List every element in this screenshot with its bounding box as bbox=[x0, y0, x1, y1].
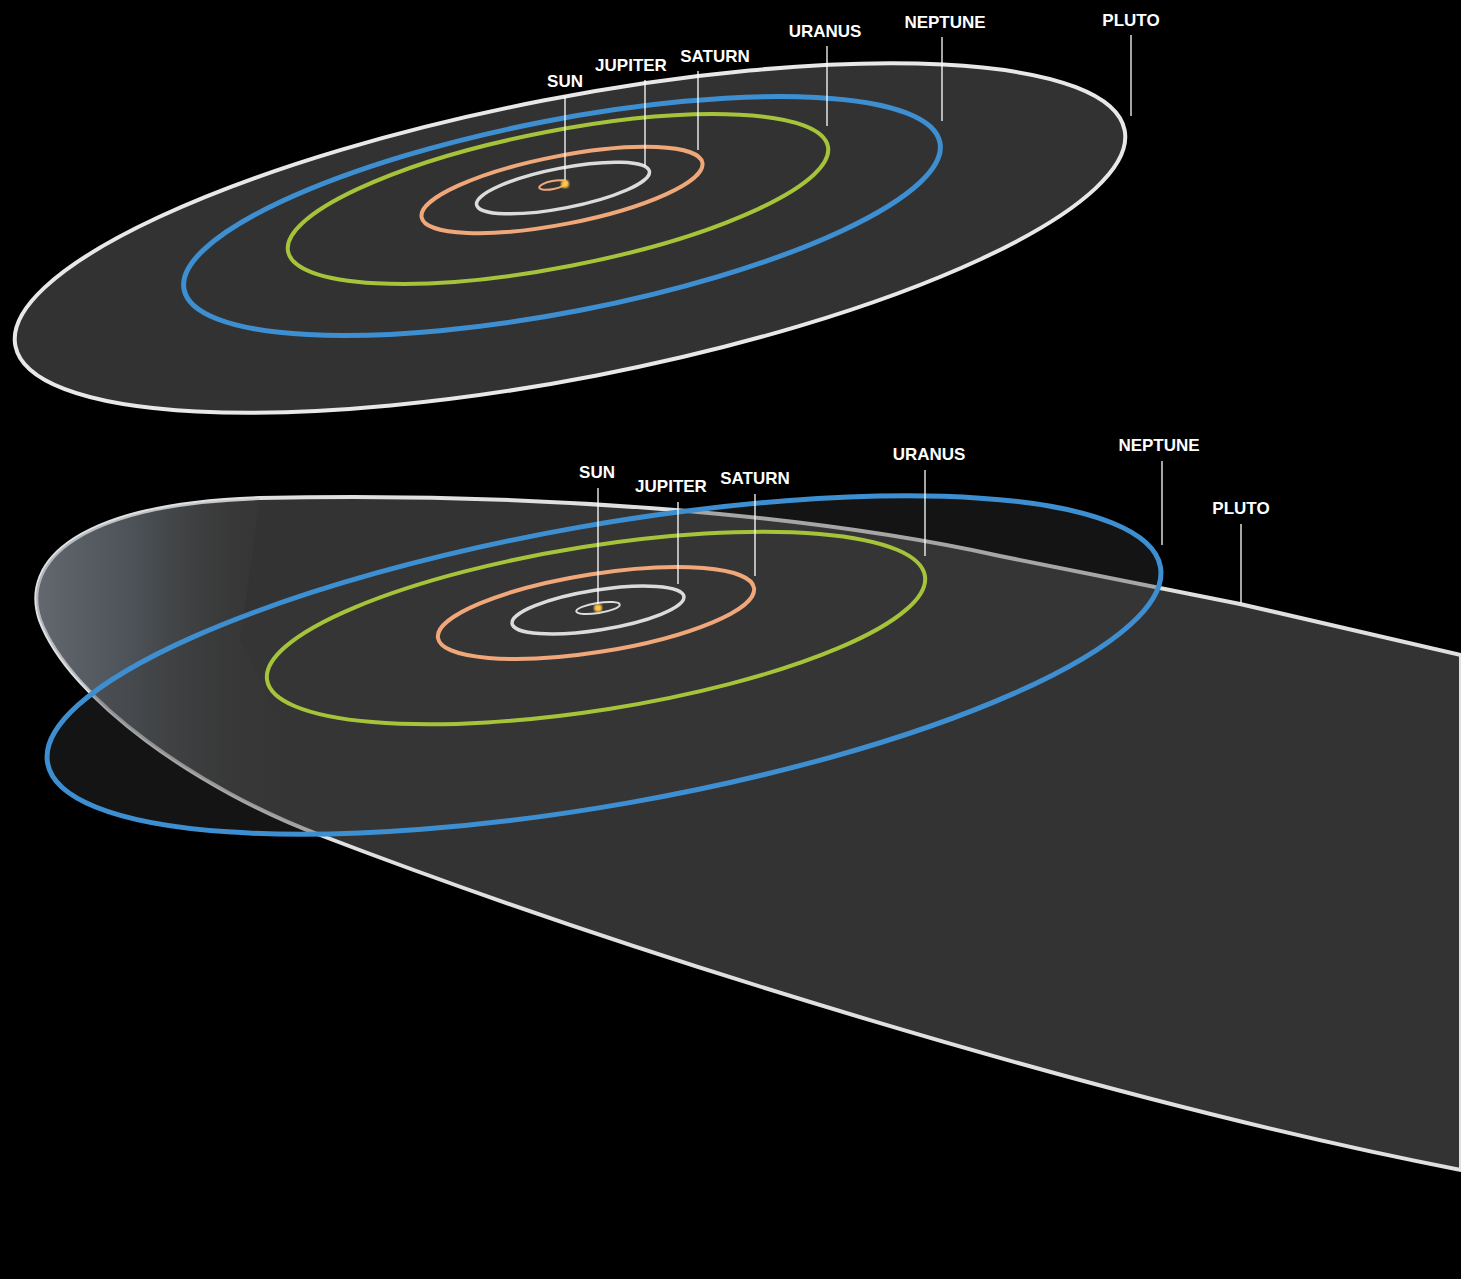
jupiter-orbit bbox=[473, 152, 653, 225]
sun-dot bbox=[561, 180, 569, 188]
uranus-orbit bbox=[275, 80, 841, 318]
planet-label: URANUS bbox=[893, 445, 966, 465]
neptune-orbit bbox=[166, 48, 958, 383]
uranus-orbit bbox=[254, 495, 937, 761]
neptune-orbit bbox=[23, 429, 1184, 901]
planet-label: SUN bbox=[547, 72, 583, 92]
saturn-orbit bbox=[432, 549, 760, 676]
planet-label: JUPITER bbox=[595, 56, 667, 76]
leader-lines bbox=[565, 35, 1131, 180]
planet-label: PLUTO bbox=[1212, 499, 1269, 519]
bottom-orbits bbox=[23, 429, 1461, 1170]
top-orbits bbox=[0, 0, 1151, 483]
planet-label: URANUS bbox=[789, 22, 862, 42]
planet-label: NEPTUNE bbox=[904, 13, 985, 33]
planet-label: PLUTO bbox=[1102, 11, 1159, 31]
saturn-orbit bbox=[415, 129, 709, 250]
planet-label: SUN bbox=[579, 463, 615, 483]
planet-label: SATURN bbox=[720, 469, 790, 489]
planet-label: JUPITER bbox=[635, 477, 707, 497]
planet-label: SATURN bbox=[680, 47, 750, 67]
pluto-orbit bbox=[0, 0, 1151, 483]
planet-label: NEPTUNE bbox=[1118, 436, 1199, 456]
sun-dot bbox=[594, 604, 602, 612]
leader-lines bbox=[598, 461, 1241, 604]
